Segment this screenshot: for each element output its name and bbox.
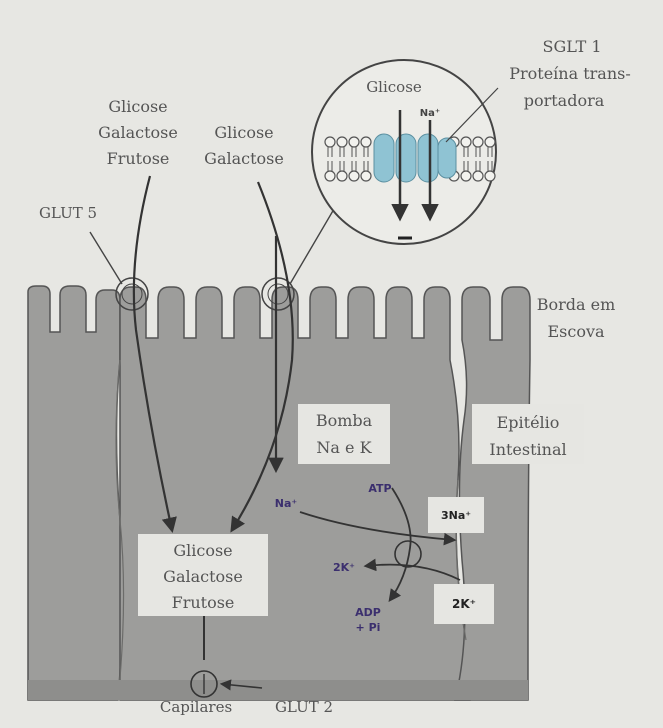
left-input-glucose: Glicose xyxy=(108,97,167,116)
left-cell xyxy=(28,286,123,700)
pump-label-line2: Na e K xyxy=(316,438,372,457)
middle-input-glucose: Glicose xyxy=(214,123,273,142)
glut2-label: GLUT 2 xyxy=(275,698,333,716)
brush-border-line1: Borda em xyxy=(537,295,616,314)
absorbed-fructose: Frutose xyxy=(172,593,235,612)
pump-label-line1: Bomba xyxy=(316,411,373,430)
absorbed-glucose: Glicose xyxy=(173,541,232,560)
three-na-label: 3Na⁺ xyxy=(441,509,471,522)
glut5-label: GLUT 5 xyxy=(39,204,97,222)
left-input-galactose: Galactose xyxy=(98,123,178,142)
brush-border-line2: Escova xyxy=(547,322,605,341)
sodium-in-label: Na⁺ xyxy=(275,497,298,510)
two-k-in-label: 2K⁺ xyxy=(333,561,355,574)
central-epithelial-cell xyxy=(120,287,470,700)
epithelium-label-line2: Intestinal xyxy=(489,440,566,459)
inset-sodium-label: Na⁺ xyxy=(420,108,440,119)
middle-input-galactose: Galactose xyxy=(204,149,284,168)
pi-label: + Pi xyxy=(356,621,381,634)
adp-label: ADP xyxy=(355,606,381,619)
sglt1-title: SGLT 1 xyxy=(543,37,602,56)
sglt1-transporter-protein xyxy=(374,134,456,182)
absorbed-galactose: Galactose xyxy=(163,567,243,586)
basal-zone xyxy=(28,680,528,700)
atp-label: ATP xyxy=(368,482,391,495)
sglt1-desc-line1: Proteína trans- xyxy=(509,64,631,83)
capillaries-label: Capilares xyxy=(160,698,232,716)
epithelium-label-line1: Epitélio xyxy=(497,413,560,432)
two-k-out-label: 2K⁺ xyxy=(452,597,476,611)
sglt1-desc-line2: portadora xyxy=(524,91,605,110)
inset-glucose-label: Glicose xyxy=(366,78,422,96)
left-input-fructose: Frutose xyxy=(107,149,170,168)
